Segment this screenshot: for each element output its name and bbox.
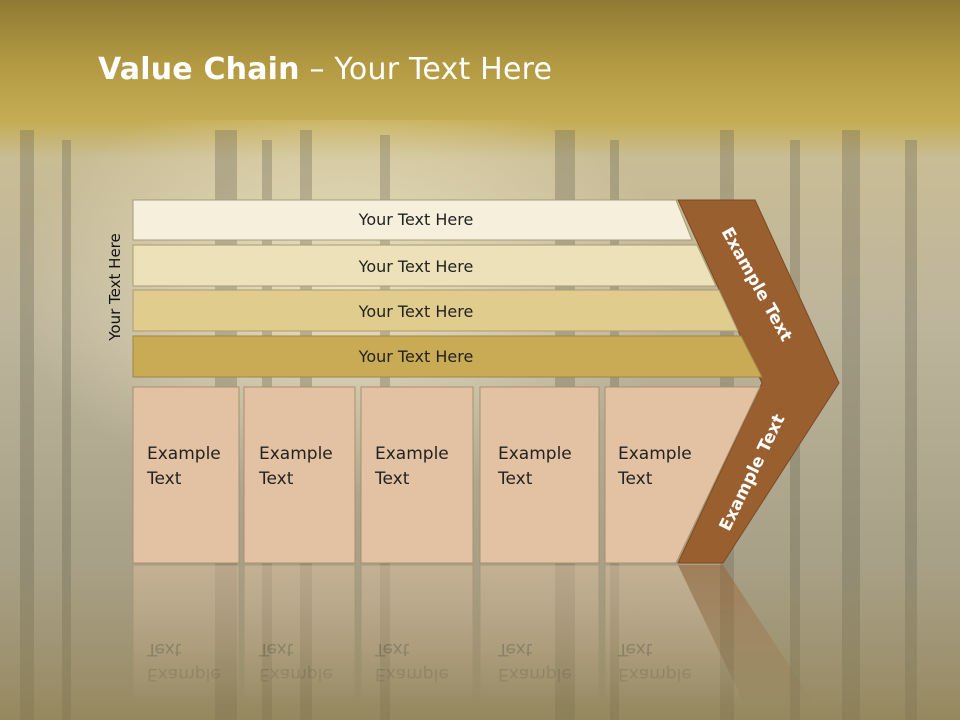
box-text-line1: Example <box>498 444 572 464</box>
slide-title: Value Chain – Your Text Here <box>98 52 552 87</box>
svg-text:Example: Example <box>375 664 449 684</box>
title-bold: Value Chain <box>98 52 300 87</box>
box-text-line1: Example <box>375 444 449 464</box>
svg-text:Example: Example <box>618 664 692 684</box>
box-3: Example Text <box>360 386 474 564</box>
svg-text:Text: Text <box>146 639 182 659</box>
row-1: Your Text Here <box>132 199 693 241</box>
row-4: Your Text Here <box>132 335 763 378</box>
box-text-line2: Text <box>146 469 182 489</box>
svg-text:Example: Example <box>498 664 572 684</box>
side-label-text: Your Text Here <box>106 233 124 341</box>
chevron-arrow <box>677 199 840 564</box>
svg-text:Text: Text <box>258 639 294 659</box>
box-text-line2: Text <box>258 469 294 489</box>
box-text-line2: Text <box>374 469 410 489</box>
box-text-line2: Text <box>497 469 533 489</box>
box-5: Example Text <box>604 386 761 564</box>
svg-text:Text: Text <box>374 639 410 659</box>
row-3: Your Text Here <box>132 289 739 332</box>
box-4: Example Text <box>479 386 600 564</box>
box-text-line1: Example <box>147 444 221 464</box>
box-text-line2: Text <box>617 469 653 489</box>
box-text-line1: Example <box>618 444 692 464</box>
svg-text:Example: Example <box>147 664 221 684</box>
title-rest: – Your Text Here <box>299 52 553 87</box>
diagram-reflection: Example Text Example Text Example Text E… <box>132 564 826 720</box>
row-2: Your Text Here <box>132 244 717 287</box>
box-1: Example Text <box>132 386 240 564</box>
svg-text:Text: Text <box>497 639 533 659</box>
box-text-line1: Example <box>259 444 333 464</box>
row-label: Your Text Here <box>358 302 474 321</box>
svg-text:Text: Text <box>617 639 653 659</box>
box-2: Example Text <box>243 386 356 564</box>
row-label: Your Text Here <box>358 210 474 229</box>
svg-text:Example: Example <box>259 664 333 684</box>
row-label: Your Text Here <box>358 347 474 366</box>
row-label: Your Text Here <box>358 257 474 276</box>
